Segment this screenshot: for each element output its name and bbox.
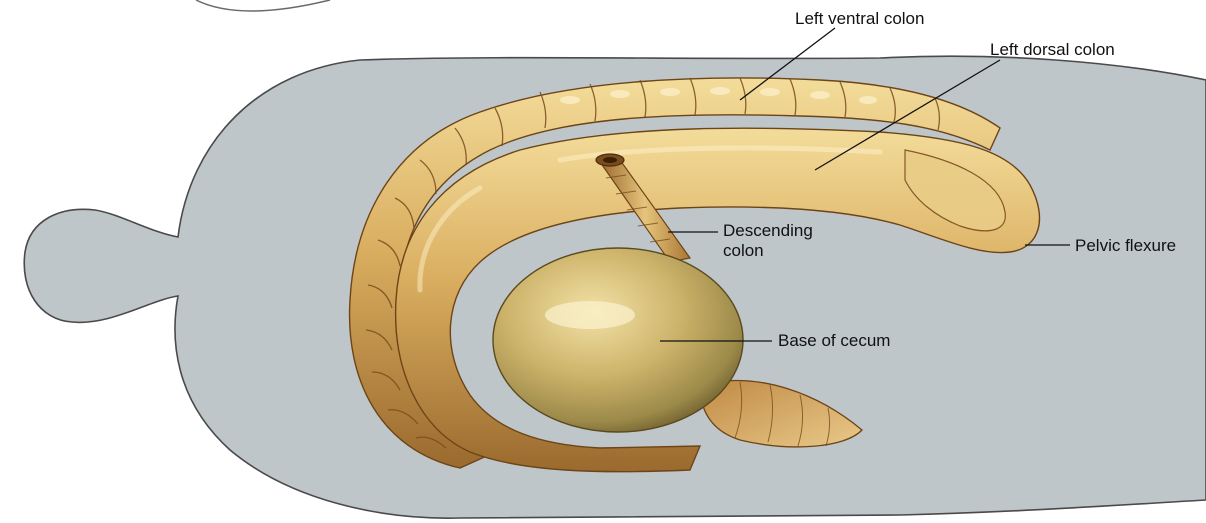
cecum-base-shape xyxy=(493,248,743,432)
label-descending-colon-line2: colon xyxy=(723,241,853,261)
label-left-dorsal-colon: Left dorsal colon xyxy=(990,40,1115,60)
label-pelvic-flexure: Pelvic flexure xyxy=(1075,236,1176,256)
label-left-ventral-colon: Left ventral colon xyxy=(795,9,924,29)
corner-arc xyxy=(196,0,330,11)
label-descending-colon-line1: Descending xyxy=(723,221,853,241)
label-descending-colon: Descending colon xyxy=(723,221,853,261)
cecum-highlight xyxy=(545,301,635,329)
label-base-of-cecum: Base of cecum xyxy=(778,331,890,351)
